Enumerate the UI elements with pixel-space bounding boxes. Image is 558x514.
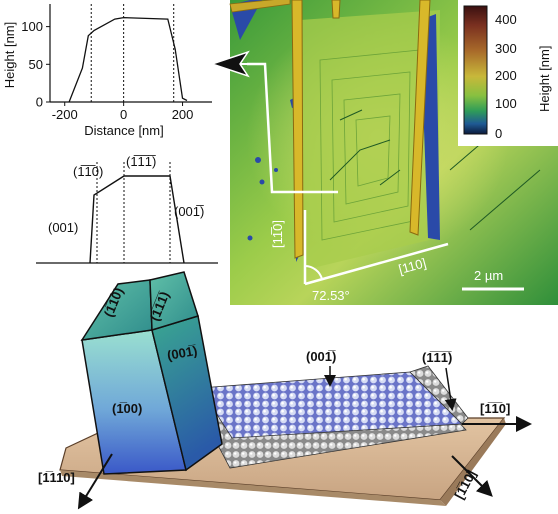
crystal-illustration: (1̅1̅0) (1̅1̅1̅) (1̅00) (001̅) (001̅) (1… — [38, 271, 532, 510]
afm-label-vertical: [11̅0] — [270, 220, 285, 248]
colorbar-tick: 0 — [495, 126, 502, 141]
afm-plate — [300, 10, 440, 270]
afm-angle-label: 72.53° — [312, 288, 350, 303]
plot-xlabel: Distance [nm] — [84, 123, 163, 138]
height-profile-line — [68, 16, 188, 103]
crystal-label-right: (001̅) — [166, 343, 199, 363]
afm-label-horizontal: [110] — [397, 255, 428, 277]
plot-xtick-label: 200 — [172, 107, 194, 122]
afm-axis-horizontal — [304, 242, 449, 286]
substrate-edge — [440, 418, 506, 506]
afm-scalebar-label: 2 µm — [474, 268, 503, 283]
schematic-facet-left: (1̅1̅0) — [73, 164, 103, 179]
afm-nanorods — [229, 0, 431, 259]
plot-ytick-label: 100 — [21, 19, 43, 34]
nanorod-label-top: (001̅) — [306, 349, 336, 364]
plot-guides — [90, 4, 175, 102]
facet-profile-schematic: (1̅1̅0) (1̅1̅1̅) (001) (001̅) — [36, 154, 218, 264]
colorbar — [463, 5, 488, 135]
colorbar-tick: 400 — [495, 12, 517, 27]
plot-ytick-label: 0 — [36, 95, 43, 110]
axis-arrow-diagonal — [451, 455, 493, 497]
colorbar-tick: 100 — [495, 96, 517, 111]
afm-angle-arc — [304, 265, 323, 280]
colorbar-ticks: 400 300 200 100 0 — [495, 12, 517, 141]
colorbar-tick: 200 — [495, 68, 517, 83]
crystal-label-front: (1̅00) — [112, 401, 142, 416]
nanorod-label-end: (1̅1̅1̅) — [422, 350, 452, 365]
plot-xtick-label: -200 — [52, 107, 78, 122]
colorbar-label: Height [nm] — [537, 46, 552, 112]
height-profile-plot: 0 50 100 -200 0 200 Height [nm] Distance [nm] — [2, 4, 212, 138]
axis-label-left: [1̅110] — [38, 470, 75, 485]
substrate-edge-front — [60, 470, 446, 506]
schematic-side-left: (001) — [48, 220, 78, 235]
afm-image: [11̅0] [110] 72.53° 2 µm 400 300 200 100… — [209, 0, 558, 305]
schematic-side-right: (001̅) — [174, 204, 204, 219]
plot-xtick-label: 0 — [120, 107, 127, 122]
colorbar-tick: 300 — [495, 41, 517, 56]
axis-label-right: [1̅1̅0] — [480, 401, 510, 416]
plot-ticks: 0 50 100 -200 0 200 — [21, 19, 193, 122]
plot-ylabel: Height [nm] — [2, 22, 17, 88]
schematic-facet-top: (1̅1̅1̅) — [126, 154, 156, 169]
plot-ytick-label: 50 — [29, 57, 43, 72]
afm-arrow-head — [209, 50, 250, 78]
axis-arrow-left — [77, 453, 113, 510]
crystal-face-top-right — [149, 271, 199, 332]
nanorod-label-end-arrow — [444, 367, 457, 411]
